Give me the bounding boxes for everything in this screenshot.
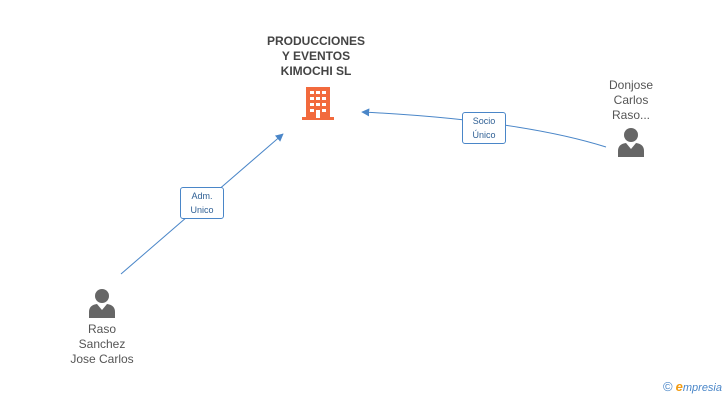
- person-node-donjose-carlos[interactable]: Donjose Carlos Raso...: [571, 78, 691, 157]
- person-node-raso-sanchez[interactable]: Raso Sanchez Jose Carlos: [42, 288, 162, 367]
- company-name[interactable]: PRODUCCIONES Y EVENTOS KIMOCHI SL: [266, 34, 365, 78]
- logo-text: mpresia: [682, 382, 722, 394]
- person-icon: [618, 128, 644, 157]
- building-icon[interactable]: [302, 86, 334, 120]
- copyright-symbol: ©: [662, 379, 673, 394]
- person-name: Donjose Carlos Raso...: [608, 78, 654, 122]
- person-icon: [89, 289, 115, 318]
- relation-label-adm-unico[interactable]: Adm. Unico: [180, 187, 224, 219]
- empresia-logo[interactable]: © empresia: [663, 379, 722, 394]
- person-name: Raso Sanchez Jose Carlos: [70, 322, 134, 366]
- relation-label-socio-unico[interactable]: Socio Único: [462, 112, 506, 144]
- logo-e: e: [675, 379, 683, 394]
